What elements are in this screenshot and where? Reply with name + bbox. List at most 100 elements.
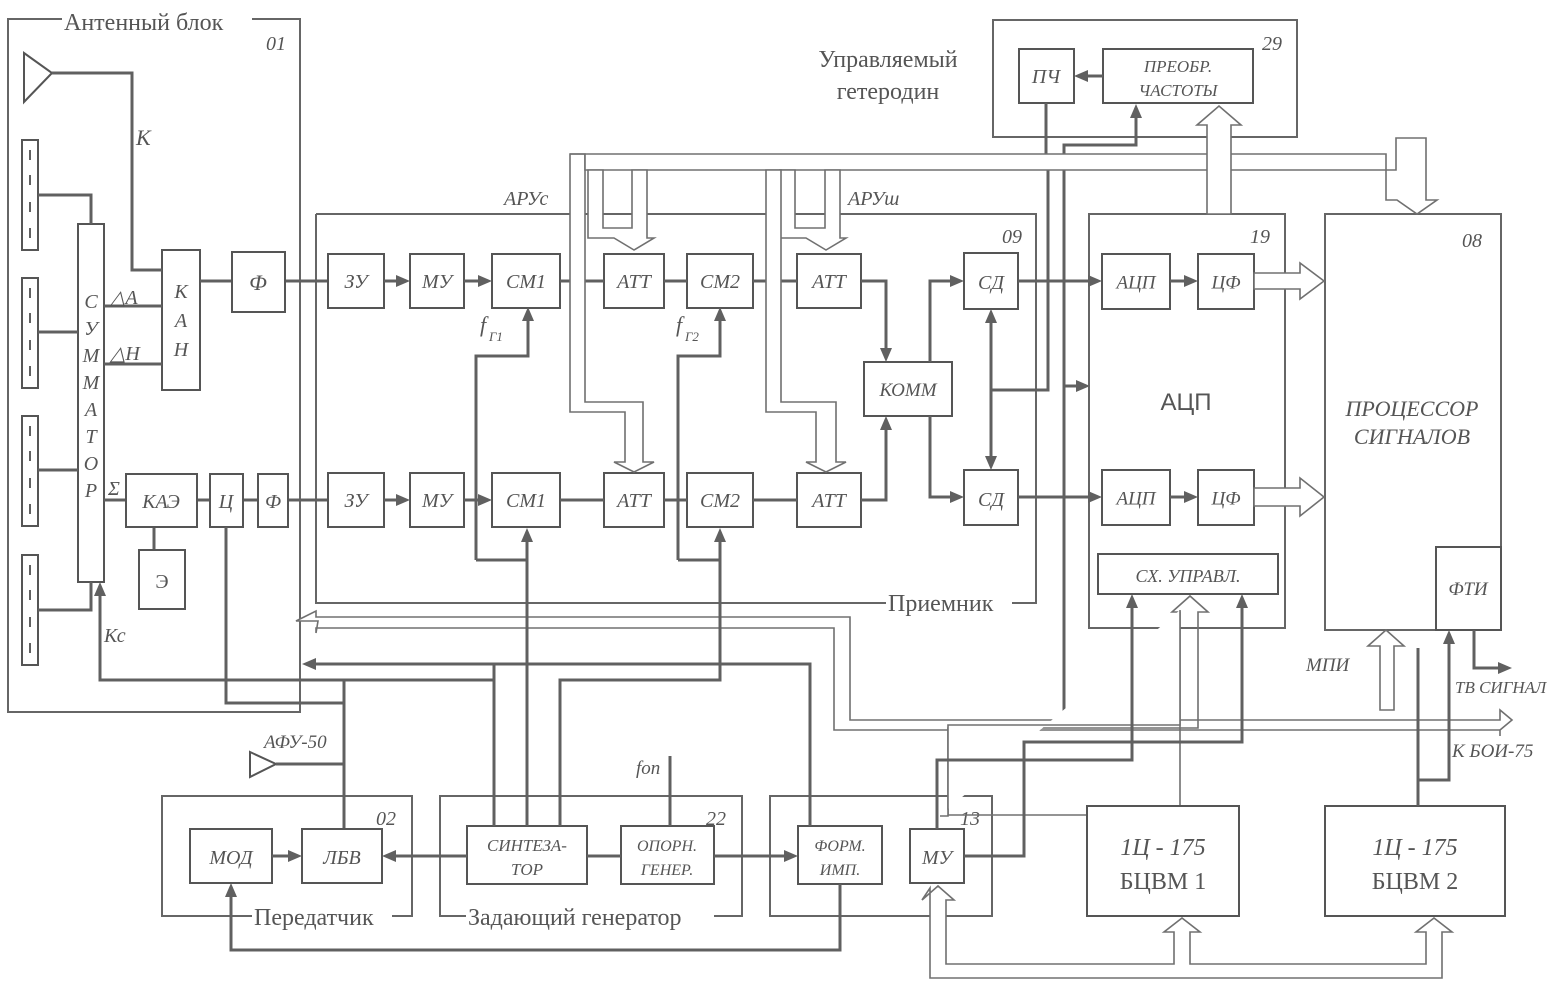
summator-letter: А — [83, 399, 98, 421]
svg-text:АТТ: АТТ — [615, 490, 653, 512]
receiver-top-sm2: СМ2 — [686, 253, 754, 309]
svg-text:СД: СД — [978, 272, 1005, 294]
adc-bottom-acp: АЦП — [1101, 469, 1171, 526]
svg-text:СХ. УПРАВЛ.: СХ. УПРАВЛ. — [1136, 566, 1241, 586]
svg-text:КАЭ: КАЭ — [141, 491, 180, 513]
afu-label: АФУ-50 — [262, 732, 327, 753]
svg-text:ЗУ: ЗУ — [344, 271, 370, 293]
k-label: К — [135, 125, 152, 150]
fg2-label: f Г2 — [676, 312, 699, 344]
svg-text:ФТИ: ФТИ — [1448, 579, 1489, 600]
svg-text:Э: Э — [155, 571, 168, 593]
receiver-row-top: ЗУ МУ СМ1 АТТ СМ2 АТТ — [327, 253, 862, 309]
mu-13-block: МУ — [909, 828, 965, 884]
svg-text:ИМП.: ИМП. — [819, 862, 860, 879]
lbv-block: ЛБВ — [301, 828, 383, 884]
ref-generator-block: ОПОРН. ГЕНЕР. — [620, 825, 715, 885]
svg-text:ФОРМ.: ФОРМ. — [814, 838, 865, 855]
receiver-bottom-att2: АТТ — [796, 472, 862, 528]
svg-text:ТОР: ТОР — [511, 860, 543, 879]
receiver-top-att2: АТТ — [796, 253, 862, 309]
receiver-bottom-att1: АТТ — [603, 472, 665, 528]
svg-text:АТТ: АТТ — [810, 271, 848, 293]
frame-receiver: Приемник 09 — [315, 213, 1037, 617]
frame-processor: ПРОЦЕССОР СИГНАЛОВ 08 — [1324, 213, 1502, 631]
receiver-number: 09 — [1002, 226, 1022, 248]
sd-bottom: СД — [963, 469, 1019, 526]
summator-letter: Т — [85, 426, 98, 448]
antenna-wires — [38, 71, 328, 612]
sd-top: СД — [963, 252, 1019, 310]
frame-adc: АЦП 19 — [1088, 213, 1286, 629]
svg-text:ПРЕОБР.: ПРЕОБР. — [1143, 57, 1212, 76]
summator-letter: М — [82, 345, 101, 367]
svg-text:МУ: МУ — [921, 847, 955, 869]
master-gen-title: Задающий генератор — [468, 905, 682, 931]
heterodyne-number: 29 — [1262, 33, 1282, 55]
processor-number: 08 — [1462, 230, 1482, 252]
kan-letter: К — [173, 281, 189, 303]
e-block: Э — [138, 549, 186, 610]
heterodyne-title-1: Управляемый — [818, 47, 957, 73]
svg-text:Г1: Г1 — [488, 329, 503, 344]
svg-text:ГЕНЕР.: ГЕНЕР. — [640, 862, 693, 879]
kae-block: КАЭ — [125, 473, 198, 528]
processor-title-2: СИГНАЛОВ — [1354, 424, 1470, 449]
svg-text:ПЧ: ПЧ — [1031, 66, 1061, 88]
svg-text:СМ2: СМ2 — [700, 271, 740, 293]
receiver-bottom-zu: ЗУ — [327, 472, 385, 528]
pch-block: ПЧ — [1018, 48, 1075, 104]
svg-text:МУ: МУ — [421, 490, 455, 512]
frame-master-generator: Задающий генератор 22 — [439, 795, 743, 931]
receiver-top-att1: АТТ — [603, 253, 665, 309]
svg-text:ЦФ: ЦФ — [1210, 273, 1240, 294]
svg-text:Ф: Ф — [249, 270, 267, 295]
svg-text:1Ц - 175: 1Ц - 175 — [1120, 835, 1205, 861]
svg-text:АЦП: АЦП — [1114, 273, 1156, 294]
svg-text:Ф: Ф — [265, 491, 281, 513]
adc-top-acp: АЦП — [1101, 253, 1171, 310]
processor-title-1: ПРОЦЕССОР — [1345, 396, 1479, 421]
svg-text:КОММ: КОММ — [878, 380, 937, 401]
frame-transmitter: Передатчик 02 — [161, 795, 413, 931]
svg-text:АТТ: АТТ — [810, 490, 848, 512]
heterodyne-wires — [1044, 70, 1142, 720]
receiver-bottom-mu: МУ — [409, 472, 465, 528]
transmitter-number: 02 — [376, 808, 396, 830]
receiver-top-sm1: СМ1 — [491, 253, 561, 309]
receiver-bottom-sm2: СМ2 — [686, 472, 754, 528]
mod-block: МОД — [189, 828, 273, 884]
antenna-block-title: Антенный блок — [64, 10, 224, 36]
tv-signal-out — [1472, 630, 1512, 674]
kan-letter: Н — [173, 339, 190, 361]
adc-rows: АЦП ЦФ АЦП ЦФ — [1101, 253, 1255, 526]
svg-text:f: f — [480, 312, 489, 337]
kc-wires — [94, 527, 346, 856]
summator-letter: У — [84, 318, 100, 340]
svg-text:ЦФ: ЦФ — [1210, 489, 1240, 510]
svg-text:СМ1: СМ1 — [506, 271, 546, 293]
aru-sh-label: АРУш — [846, 188, 899, 210]
afu-antenna — [249, 750, 344, 779]
svg-text:Г2: Г2 — [684, 329, 699, 344]
summator-letter: О — [84, 453, 98, 475]
heterodyne-title-2: гетеродин — [837, 79, 940, 105]
receiver-title: Приемник — [888, 591, 994, 617]
svg-text:1Ц - 175: 1Ц - 175 — [1372, 835, 1457, 861]
control-circuit: СХ. УПРАВЛ. — [1097, 553, 1279, 595]
computer-1: 1Ц - 175 БЦВМ 1 — [1086, 805, 1240, 917]
svg-text:МУ: МУ — [421, 271, 455, 293]
adc-bottom-cf: ЦФ — [1197, 469, 1255, 526]
bus-arrows — [295, 104, 1514, 979]
filter-top: Ф — [231, 251, 286, 313]
summator-letter: С — [84, 291, 98, 313]
filter-bottom: Ф — [257, 473, 289, 528]
summator-letter: Р — [84, 480, 97, 502]
adc-top-cf: ЦФ — [1197, 253, 1255, 310]
svg-text:ОПОРН.: ОПОРН. — [637, 838, 697, 855]
